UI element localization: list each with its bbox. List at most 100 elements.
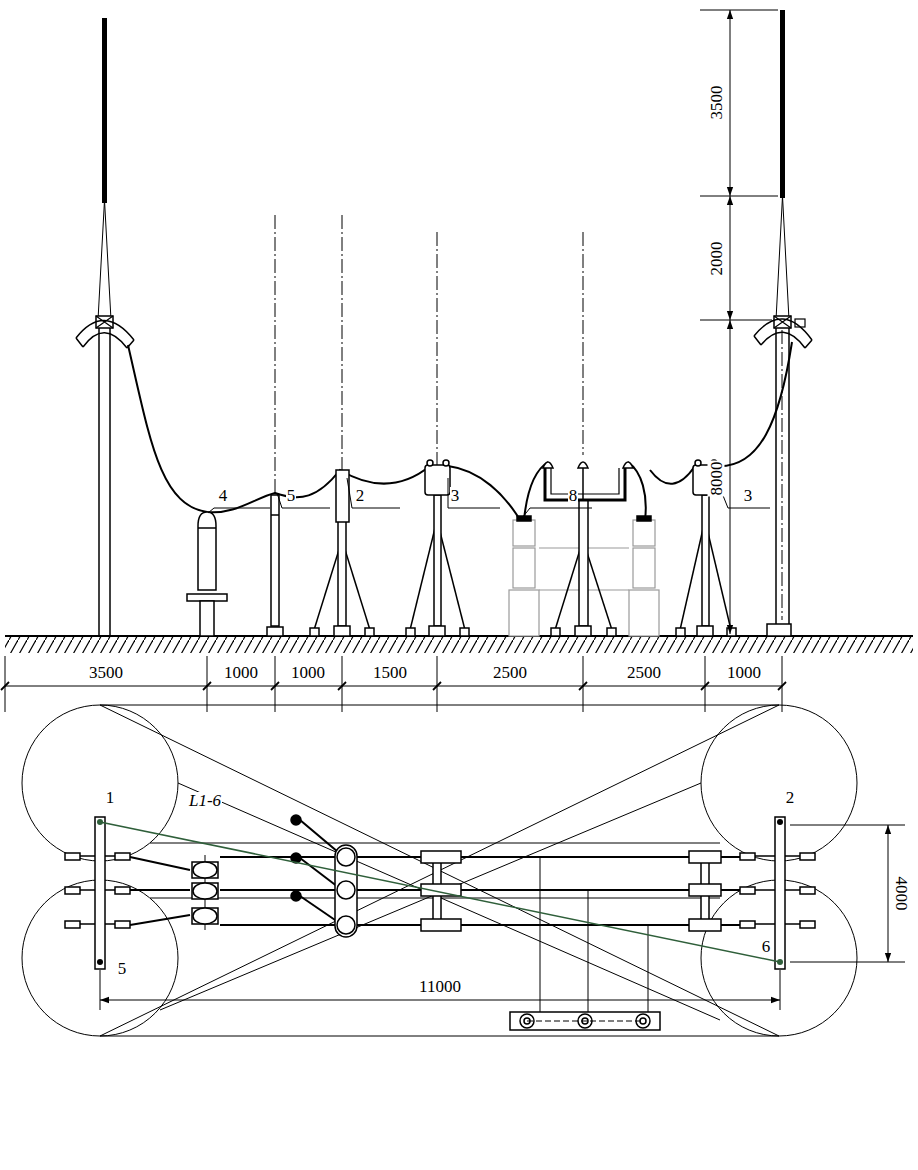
equipment-4	[187, 512, 227, 636]
distance-line	[100, 822, 780, 962]
plan-equipment-part	[291, 891, 301, 901]
plan-mast-part	[95, 817, 105, 969]
dimension-text: 8000	[708, 460, 725, 496]
dimension-line-part	[730, 10, 731, 196]
dimension-line-part-part	[1, 682, 9, 690]
mast-number: 2	[785, 789, 796, 806]
dimension-line-part	[583, 656, 584, 712]
equipment-8-part-part	[579, 500, 588, 626]
conductor	[128, 342, 792, 520]
equipment-8-part	[517, 462, 651, 636]
plan-mast-part	[65, 887, 80, 894]
equipment-8-part-part	[578, 462, 588, 468]
plan-mast-part	[755, 889, 775, 891]
dimension-line-part	[730, 196, 731, 320]
distance-label: L1-6	[188, 792, 222, 809]
conductor-part	[715, 342, 792, 466]
plan-equipment-part	[510, 1012, 660, 1030]
dimension-text: 2500	[492, 664, 528, 681]
centre-line-part	[782, 330, 783, 620]
plan-mast-part	[115, 887, 130, 894]
plan-equipment-part-part	[540, 857, 541, 1012]
plan-equipment-part	[540, 857, 648, 1012]
equipment-8-part-part	[517, 516, 531, 521]
plan-mast-part	[800, 887, 815, 894]
plan-equipment-part	[300, 820, 338, 922]
callout-number: 5	[286, 487, 297, 504]
plan-mast-part	[740, 887, 755, 894]
equipment-3-part	[702, 495, 709, 626]
equipment-2-part	[334, 626, 350, 636]
plan-mast-part	[785, 855, 800, 857]
plan-mast-part	[115, 921, 130, 928]
protection-zone	[22, 705, 857, 1036]
conductor-part	[628, 462, 646, 520]
equipment-3	[676, 460, 736, 636]
equipment-4-part	[198, 512, 216, 590]
dimension-line-part	[782, 656, 783, 712]
lightning-mast-part	[98, 320, 100, 636]
equipment-8	[509, 462, 659, 636]
lightning-mast-part	[776, 196, 783, 320]
dimension-text: 3500	[708, 84, 725, 120]
plan-equipment-part	[527, 1021, 643, 1022]
plan-equipment-part	[421, 851, 461, 863]
equipment-8-part-part	[629, 590, 659, 636]
dimension-line-part	[437, 656, 438, 712]
equipment-3-part	[434, 495, 441, 626]
lightning-mast-part	[774, 316, 791, 328]
mast-number: 5	[117, 960, 128, 977]
plan-equipment-part-part	[300, 820, 338, 852]
leader-line-part	[522, 508, 592, 518]
lightning-mast-part	[83, 333, 127, 348]
equipment-3-part	[697, 626, 713, 636]
equipment-8-part-part	[575, 626, 591, 636]
equipment-4-part	[187, 594, 227, 601]
plan-mast-part	[755, 855, 775, 857]
equipment-2-part	[310, 628, 319, 636]
protection-zone-part	[100, 705, 779, 1036]
dimension-text: 3500	[88, 664, 124, 681]
plan-mast-part	[80, 889, 95, 891]
equipment-2-part	[336, 470, 349, 522]
dimension-line-part	[700, 10, 778, 11]
plan-equipment-part	[335, 845, 357, 937]
plan-mast	[65, 817, 815, 969]
distance-line-part	[100, 822, 780, 962]
plan-mast-part	[105, 889, 115, 891]
equipment-8-part-part	[509, 590, 539, 636]
equipment-3-part	[727, 628, 736, 636]
lightning-mast	[76, 18, 134, 636]
equipment-4-part	[198, 527, 216, 529]
leader-line	[208, 478, 770, 518]
protection-zone-part	[100, 1036, 779, 1037]
plan-equipment-part-part	[300, 858, 338, 887]
equipment-8-part-part	[543, 462, 553, 468]
callout-number: 8	[568, 487, 579, 504]
dimension-line-part-part	[338, 682, 346, 690]
dimension-line-part	[207, 656, 208, 712]
plan-mast-part	[785, 889, 800, 891]
plan-equipment-part	[192, 883, 218, 899]
dimension-text: 11000	[418, 978, 462, 995]
equipment-3-part	[425, 465, 450, 495]
plan-equipment-part-part	[130, 857, 190, 925]
lightning-mast-part	[109, 320, 111, 636]
dimension-line-part	[275, 656, 276, 712]
protection-zone-part	[160, 783, 701, 1010]
plan-equipment-part	[192, 908, 218, 924]
equipment-8-part-part	[633, 520, 655, 546]
plan-mast-part	[785, 923, 800, 925]
dimension-line-part	[700, 320, 772, 321]
plan-equipment-part	[337, 916, 355, 934]
lightning-mast	[754, 10, 812, 636]
equipment-3	[406, 460, 469, 636]
dimension-text: 1500	[372, 664, 408, 681]
dimension-line	[100, 825, 905, 1010]
dimension-line-part-part	[203, 682, 211, 690]
leader-line-part	[448, 478, 500, 508]
dimension-text: 1000	[726, 664, 762, 681]
equipment-8-part-part	[551, 468, 619, 494]
dimension-line-part	[100, 970, 101, 1010]
